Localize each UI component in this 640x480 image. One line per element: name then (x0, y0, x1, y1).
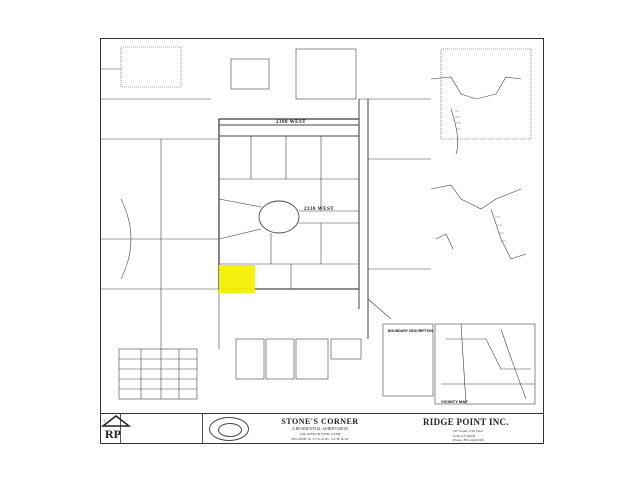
plat-drawing (101, 46, 536, 405)
project-name: STONE'S CORNER (281, 417, 359, 426)
sheet-number-cell: 1 (101, 414, 121, 443)
boundary-description-label: BOUNDARY DESCRIPTION (388, 329, 433, 333)
plat-sheet: 2300 WEST 2330 WEST BOUNDARY DESCRIPTION… (100, 38, 544, 444)
project-location: LOCATED IN LEHI, UTAH SECTION 16, T.5 S,… (256, 432, 384, 442)
company-logo-icon: RP (101, 415, 131, 440)
project-subtitle: A RESIDENTIAL SUBDIVISION (291, 426, 349, 431)
revision-cell (121, 414, 203, 443)
project-location-line-1: LOCATED IN LEHI, UTAH (299, 432, 341, 436)
project-location-line-2: SECTION 16, T.5 S, R.1E., S.L.B. & M. (291, 437, 349, 441)
vicinity-map-label: VICINITY MAP (441, 399, 468, 404)
road-label-2300-west: 2300 WEST (276, 120, 307, 125)
company-address-line-2: Lehi, UT 84043 (453, 433, 476, 438)
company-name: RIDGE POINT INC. (423, 417, 509, 427)
company-logo-text: RP (105, 427, 121, 440)
highlighted-lot (219, 265, 255, 293)
title-block: 1 STONE'S CORNER A RESIDENTIAL SUBDIVISI… (101, 413, 543, 443)
sheet-number: 1 (103, 418, 106, 423)
road-label-2330-west: 2330 WEST (304, 207, 335, 212)
seal-icon (209, 417, 249, 441)
company-address: 297 South 1750 West Lehi, UT 84043 Phone… (453, 429, 541, 443)
company-phone: Phone: 801-222-0204 (453, 438, 484, 442)
company-address-line-1: 297 South 1750 West (453, 429, 483, 433)
